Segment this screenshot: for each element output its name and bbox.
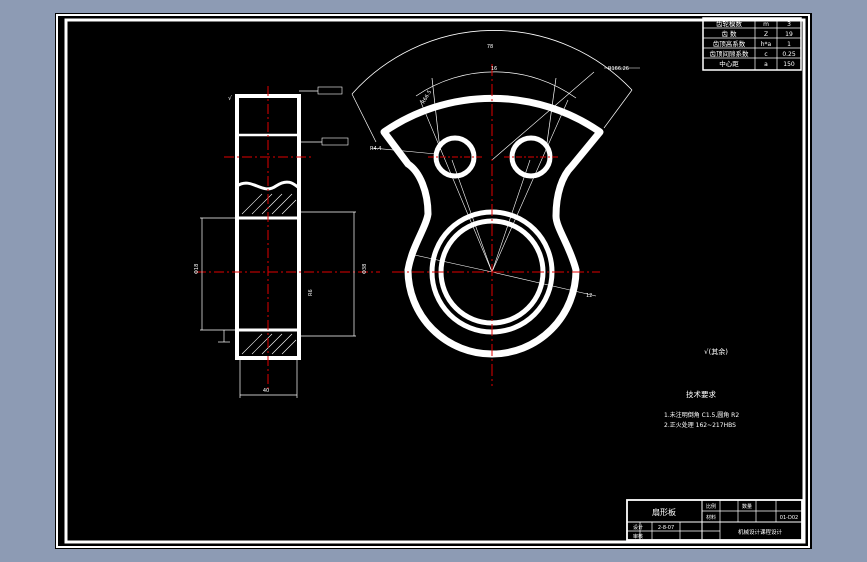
dim-lower: 12 <box>586 293 592 299</box>
technical-requirements: 技术要求 1.未注明倒角 C1.5,圆角 R2 2.正火处理 162~217HB… <box>664 389 739 429</box>
inner-frame <box>64 18 806 544</box>
part-name: 扇形板 <box>652 507 676 517</box>
dim-height-3: R6 <box>308 289 314 296</box>
dim-radius: R166.26 <box>608 66 629 72</box>
param-row-sym: h*a <box>761 41 772 48</box>
dim-bottom-width: 40 <box>263 388 269 394</box>
outer-frame <box>56 14 810 548</box>
param-row-sym: a <box>764 61 768 68</box>
dim-top-width: 78 <box>487 44 493 50</box>
roughness-mark-small: √ <box>228 95 232 102</box>
quantity-label: 数量 <box>742 503 752 510</box>
dim-side-2: R4.4 <box>370 146 381 152</box>
material-label: 材料 <box>706 514 716 521</box>
param-row-val: 3 <box>787 21 791 28</box>
dim-height-1: Φ18 <box>194 264 200 274</box>
param-row-val: 19 <box>785 31 793 38</box>
scale-label: 比例 <box>706 503 716 510</box>
roughness-note: √(其余) <box>704 347 728 356</box>
param-row-val: 1 <box>787 41 791 48</box>
param-row-name: 齿 数 <box>721 29 737 38</box>
title-block: 扇形板 比例 数量 材料 01-D02 设计 审核 2-8-07 机械设计课程设… <box>626 499 803 541</box>
tech-item: 1.未注明倒角 C1.5,圆角 R2 <box>664 411 739 419</box>
school-name: 机械设计课程设计 <box>738 528 783 536</box>
param-row-sym: c <box>764 51 767 58</box>
param-row-name: 齿顶高系数 <box>713 39 746 48</box>
tech-heading: 技术要求 <box>686 389 716 399</box>
param-row-name: 齿顶间隙系数 <box>710 49 750 58</box>
param-row-val: 150 <box>783 61 795 68</box>
tech-item: 2.正火处理 162~217HBS <box>664 421 736 429</box>
drawing-number: 01-D02 <box>780 515 798 521</box>
date-value: 2-8-07 <box>658 525 674 531</box>
param-row-name: 齿轮模数 <box>716 19 743 28</box>
dim-height-2: Φ38 <box>362 264 368 274</box>
param-row-name: 中心距 <box>719 59 739 68</box>
checker-label: 审核 <box>633 533 643 540</box>
designer-label: 设计 <box>633 524 643 531</box>
parameter-table: 齿轮模数 m 3 齿 数 Z 19 齿顶高系数 h*a 1 齿顶间隙系数 c 0… <box>702 17 802 71</box>
param-row-sym: Z <box>764 31 768 38</box>
section-hatch <box>241 193 297 355</box>
dim-angle: 16 <box>491 66 497 72</box>
side-view: √ Φ18 Φ38 R6 40 <box>194 86 380 398</box>
param-row-val: 0.25 <box>782 51 796 58</box>
front-view: 78 16 R166.26 R66.5 R4.4 12 <box>351 30 640 386</box>
param-row-sym: m <box>763 21 769 28</box>
